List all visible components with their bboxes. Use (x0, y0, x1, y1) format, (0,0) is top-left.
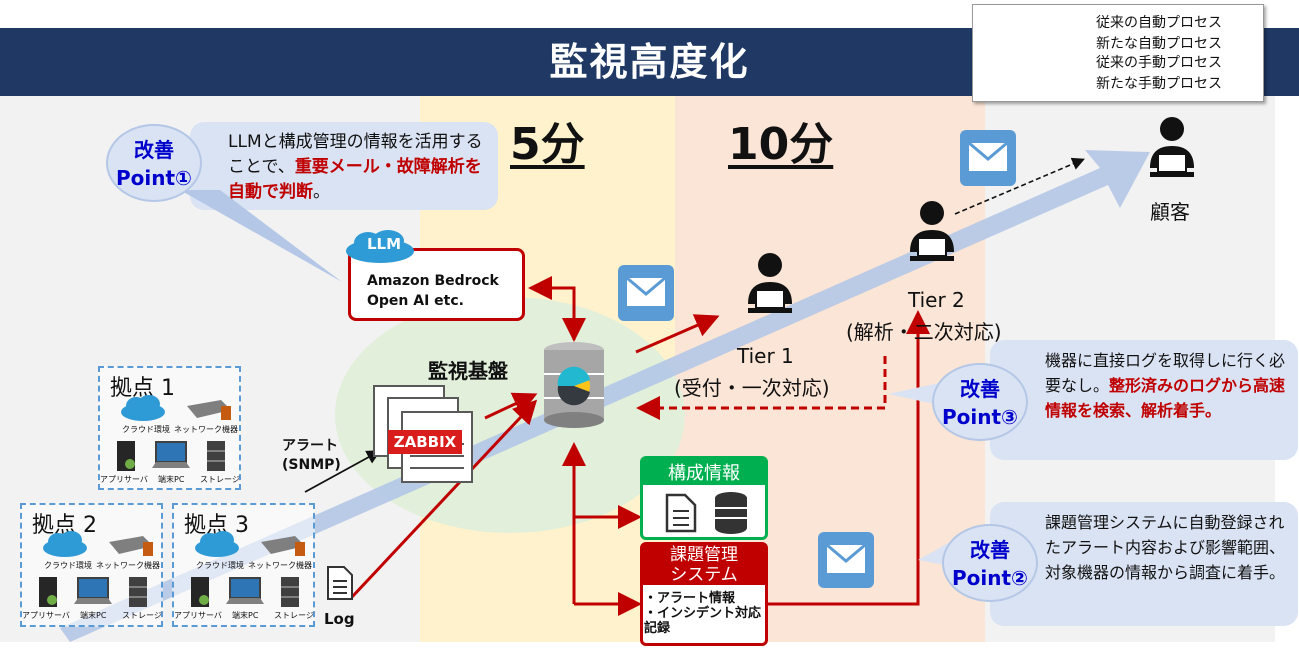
issue-box: 課題管理システム ・アラート情報・インシデント対応記録 (640, 542, 768, 646)
site-1-app-server-icon (117, 441, 135, 471)
site-2-pc-label: 端末PC (80, 611, 107, 620)
cloud-icon (346, 230, 414, 263)
tier1-role: (受付・一次対応) (674, 376, 830, 400)
site-1-cloud-label: クラウド環境 (122, 425, 170, 434)
site-1-app-label: アプリサーバ (100, 475, 148, 484)
llm-badge: LLM (366, 235, 402, 253)
database-icon (544, 342, 604, 428)
database-stack-icon (715, 492, 747, 534)
site-3-pc-label: 端末PC (232, 611, 259, 620)
alert-arrow (304, 450, 382, 493)
callout-point1: LLMと構成管理の情報を活用することで、重要メール・故障解析を自動で判断。 (190, 122, 498, 210)
mail-icon-2 (960, 130, 1016, 186)
site-1-storage-icon (207, 441, 225, 471)
legend-item-new-manual: 新たな手動プロセス (1096, 76, 1222, 92)
site-2-app-label: アプリサーバ (22, 611, 70, 620)
site-2-network-icon (109, 536, 153, 556)
tier1-operator-icon (748, 253, 792, 313)
site-1-pc-label: 端末PC (158, 475, 185, 484)
site-3-app-server-icon (191, 577, 209, 607)
site-3-storage-icon (281, 577, 299, 607)
callout-tail-point3 (888, 382, 944, 406)
tier2-to-customer-arrow (954, 157, 1085, 215)
site-2-storage-label: ストレージ (122, 611, 162, 620)
site-3-cloud-icon (195, 531, 239, 557)
flow-band (60, 150, 1150, 642)
llm-line2: Open AI etc. (367, 293, 464, 309)
zabbix-badge: ZABBIX (388, 430, 462, 454)
issue-items: ・アラート情報・インシデント対応記録 (644, 591, 762, 636)
site-2-cloud-icon (43, 531, 87, 557)
site-1-network-icon (187, 400, 231, 420)
document-icon (665, 493, 697, 533)
customer-label: 顧客 (1150, 200, 1190, 224)
callout-tail-point1 (180, 190, 342, 282)
time-10min: 10分 (728, 119, 834, 170)
core-to-tier1-arrow (635, 314, 720, 354)
tier1-name: Tier 1 (737, 344, 794, 368)
tier2-to-core-arrow (636, 356, 887, 420)
site-2-cloud-label: クラウド環境 (44, 561, 92, 570)
site-3-pc-icon (226, 577, 264, 604)
mail-icon-3 (818, 532, 874, 588)
issue-title: 課題管理システム (643, 545, 765, 585)
tier2-operator-icon (910, 201, 954, 261)
site-3-storage-label: ストレージ (274, 611, 314, 620)
customer-icon (1150, 117, 1194, 177)
site-3-cloud-label: クラウド環境 (196, 561, 244, 570)
mail-icon-1 (618, 265, 674, 321)
time-5min: 5分 (510, 119, 585, 170)
legend-item-new-auto: 新たな自動プロセス (1096, 36, 1222, 52)
page-title: 監視高度化 (549, 40, 750, 84)
log-document-icon (327, 566, 353, 600)
site-2-app-server-icon (39, 577, 57, 607)
legend-item-existing-auto: 従来の自動プロセス (1096, 15, 1222, 31)
config-box: 構成情報 (640, 456, 768, 540)
site-2-pc-icon (74, 577, 112, 604)
tier2-role: (解析・二次対応) (846, 320, 1002, 344)
site-1-network-label: ネットワーク機器 (174, 425, 238, 434)
site-2-network-label: ネットワーク機器 (96, 561, 160, 570)
site-1-pc-icon (152, 441, 190, 468)
log-label: Log (324, 610, 355, 628)
site-1-cloud-icon (121, 395, 165, 421)
site-1-storage-label: ストレージ (200, 475, 240, 484)
monitoring-label: 監視基盤 (428, 359, 508, 383)
tier2-name: Tier 2 (908, 288, 965, 312)
callout-point2: 課題管理システムに自動登録されたアラート内容および影響範囲、対象機器の情報から調… (990, 502, 1298, 626)
site-3-network-label: ネットワーク機器 (248, 561, 312, 570)
legend (972, 4, 1264, 102)
config-title: 構成情報 (643, 459, 765, 485)
site-3-app-label: アプリサーバ (174, 611, 222, 620)
llm-line1: Amazon Bedrock (367, 273, 499, 289)
site-2-storage-icon (129, 577, 147, 607)
site-3-network-icon (261, 536, 305, 556)
legend-item-existing-manual: 従来の手動プロセス (1096, 55, 1222, 71)
issue-to-tier2-arrow (766, 310, 930, 606)
callout-point3: 機器に直接ログを取得しに行く必要なし。整形済みのログから高速情報を検索、解析着手… (990, 340, 1298, 460)
log-to-core-arrow (350, 399, 538, 599)
alert-label: アラート(SNMP) (282, 438, 341, 473)
